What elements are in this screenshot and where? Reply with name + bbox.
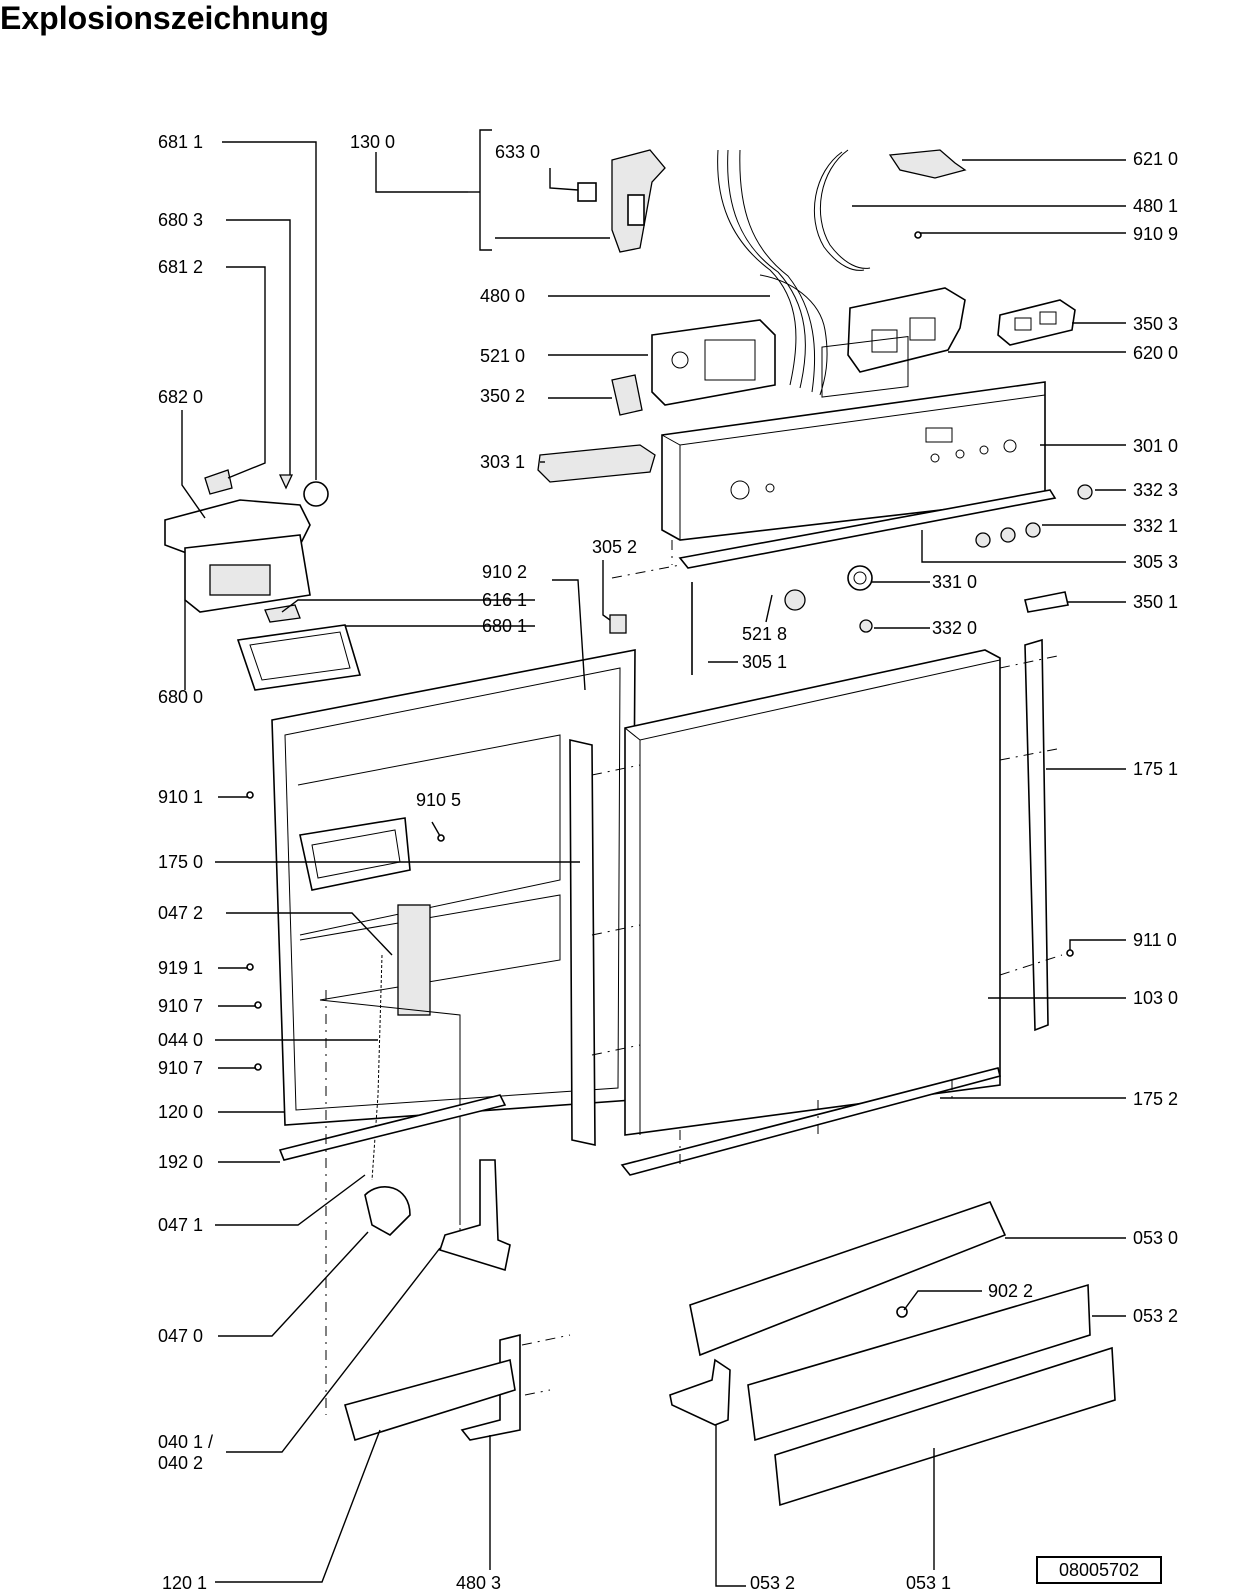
label-681-2: 681 2 — [158, 257, 203, 277]
label-910-5: 910 5 — [416, 790, 461, 810]
page-title: Explosionszeichnung — [0, 0, 329, 36]
document-number: 08005702 — [1036, 1556, 1162, 1584]
label-350-3: 350 3 — [1133, 314, 1178, 334]
label-480-3: 480 3 — [456, 1573, 501, 1589]
gasket-6801 — [236, 624, 362, 691]
label-175-2: 175 2 — [1133, 1089, 1178, 1109]
trim-1752 — [620, 1067, 1001, 1176]
label-681-1: 681 1 — [158, 132, 203, 152]
label-332-3: 332 3 — [1133, 480, 1178, 500]
board-part-6200 — [847, 287, 966, 373]
label-616-1: 616 1 — [482, 590, 527, 610]
door-lock-part — [577, 149, 666, 253]
part-labels: 681 1 130 0 633 0 621 0 680 3 480 1 910 … — [158, 132, 1178, 1589]
part-drawings — [164, 149, 1116, 1507]
label-910-7-b: 910 7 — [158, 1058, 203, 1078]
label-910-7-a: 910 7 — [158, 996, 203, 1016]
label-911-0: 911 0 — [1133, 930, 1177, 950]
label-040-1: 040 1 / — [158, 1432, 213, 1452]
label-680-3: 680 3 — [158, 210, 203, 230]
label-305-1: 305 1 — [742, 652, 787, 672]
label-120-1: 120 1 — [162, 1573, 207, 1589]
trim-1750 — [569, 738, 596, 1146]
label-919-1: 919 1 — [158, 958, 203, 978]
inner-door-part — [271, 649, 636, 1225]
dispenser-part — [164, 469, 329, 623]
label-175-0: 175 0 — [158, 852, 203, 872]
label-044-0: 044 0 — [158, 1030, 203, 1050]
label-682-0: 682 0 — [158, 387, 203, 407]
strip-3053 — [678, 489, 1057, 569]
label-192-0: 192 0 — [158, 1152, 203, 1172]
label-047-2: 047 2 — [158, 903, 203, 923]
label-040-2: 040 2 — [158, 1453, 203, 1473]
plinth-0531 — [774, 1346, 1116, 1507]
label-902-2: 902 2 — [988, 1281, 1033, 1301]
label-521-0: 521 0 — [480, 346, 525, 366]
hinge-parts — [364, 1159, 511, 1272]
label-301-0: 301 0 — [1133, 436, 1178, 456]
label-047-1: 047 1 — [158, 1215, 203, 1235]
label-521-8: 521 8 — [742, 624, 787, 644]
leader-lines — [181, 129, 1126, 1587]
label-480-0: 480 0 — [480, 286, 525, 306]
label-120-0: 120 0 — [158, 1102, 203, 1122]
label-303-1: 303 1 — [480, 452, 525, 472]
spring-0440 — [371, 954, 383, 1181]
part-3052 — [609, 614, 627, 634]
knobs-parts — [847, 484, 1093, 633]
assembly-lines — [325, 540, 1063, 1415]
label-305-3: 305 3 — [1133, 552, 1178, 572]
label-332-1: 332 1 — [1133, 516, 1178, 536]
label-103-0: 103 0 — [1133, 988, 1178, 1008]
label-910-1: 910 1 — [158, 787, 203, 807]
label-480-1: 480 1 — [1133, 196, 1178, 216]
label-175-1: 175 1 — [1133, 759, 1178, 779]
strip-1920 — [278, 1094, 507, 1161]
label-910-2: 910 2 — [482, 562, 527, 582]
label-053-2-bottom: 053 2 — [750, 1573, 795, 1589]
plinth-0530 — [689, 1201, 1007, 1357]
part-6210 — [888, 149, 967, 179]
label-331-0: 331 0 — [932, 572, 977, 592]
label-350-2: 350 2 — [480, 386, 525, 406]
label-332-0: 332 0 — [932, 618, 977, 638]
part-3501 — [1024, 591, 1069, 613]
label-305-2: 305 2 — [592, 537, 637, 557]
label-621-0: 621 0 — [1133, 149, 1178, 169]
control-panel-part — [661, 335, 1046, 541]
label-680-0: 680 0 — [158, 687, 203, 707]
part-3031 — [537, 444, 656, 483]
label-620-0: 620 0 — [1133, 343, 1178, 363]
part-1201 — [344, 1358, 516, 1442]
wiring-harness-part — [717, 149, 922, 396]
control-module-part — [651, 319, 776, 406]
label-053-0: 053 0 — [1133, 1228, 1178, 1248]
label-350-1: 350 1 — [1133, 592, 1178, 612]
label-910-9: 910 9 — [1133, 224, 1178, 244]
label-633-0: 633 0 — [495, 142, 540, 162]
part-5218 — [784, 589, 806, 611]
label-047-0: 047 0 — [158, 1326, 203, 1346]
display-part-3503 — [997, 299, 1076, 346]
label-130-0: 130 0 — [350, 132, 395, 152]
part-3502 — [611, 374, 643, 416]
bracket-0532 — [669, 1358, 731, 1426]
label-680-1: 680 1 — [482, 616, 527, 636]
label-053-1: 053 1 — [906, 1573, 951, 1589]
trim-1751 — [1024, 638, 1049, 1032]
door-panel-part — [624, 649, 1001, 1136]
plinth-0532 — [747, 1283, 1091, 1442]
label-053-2-right: 053 2 — [1133, 1306, 1178, 1326]
